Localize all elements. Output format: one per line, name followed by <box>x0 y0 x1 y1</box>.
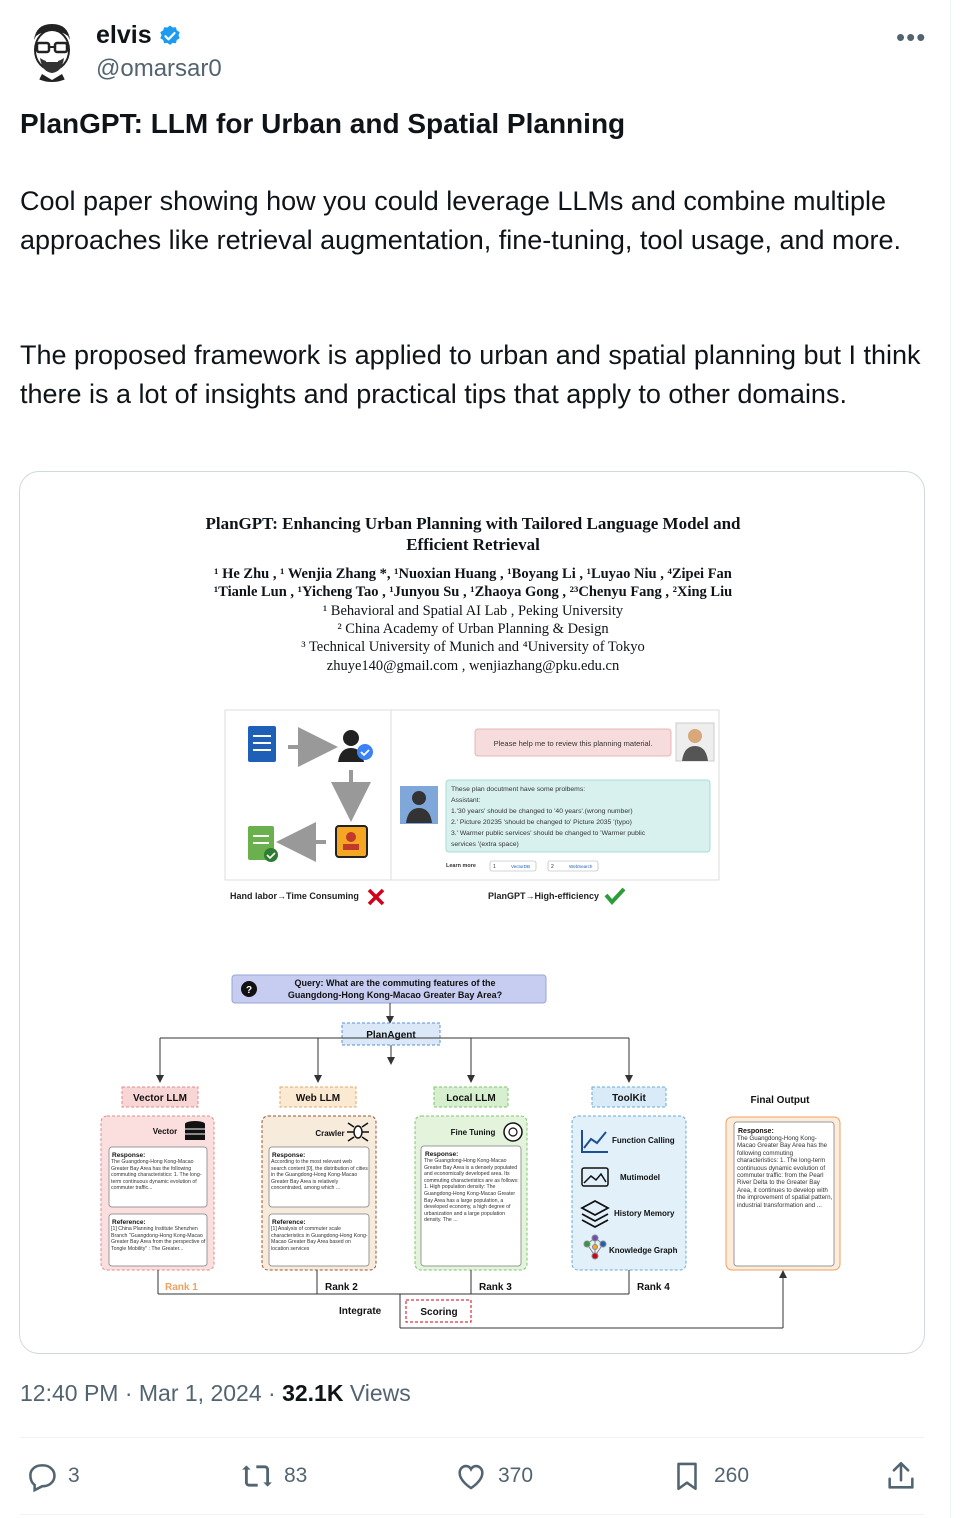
ref2-number: 2 <box>551 864 554 870</box>
rank-4: Rank 4 <box>637 1282 670 1293</box>
paper-emails: zhuye140@gmail.com , wenjiazhang@pku.edu… <box>326 658 620 674</box>
author-handle[interactable]: @omarsar0 <box>96 55 222 82</box>
avatar[interactable] <box>20 18 84 82</box>
stamp-icon <box>335 825 368 858</box>
caption-plangpt: PlanGPT→High-efficiency <box>488 891 599 901</box>
learn-more-text: Learn more <box>446 863 476 869</box>
document-icon <box>248 726 276 762</box>
tool-knowledge-graph: Knowledge Graph <box>609 1246 678 1255</box>
assistant-line-3: 1.'30 years' should be changed to '40 ye… <box>451 808 633 815</box>
divider <box>20 1514 924 1515</box>
assistant-line-6: services '(extra space) <box>451 841 519 848</box>
reply-icon <box>29 1464 56 1493</box>
tweet-title: PlanGPT: LLM for Urban and Spatial Plann… <box>20 108 626 139</box>
more-options-icon[interactable]: ••• <box>896 22 927 52</box>
paper-affiliation-1: ¹ Behavioral and Spatial AI Lab , Peking… <box>322 603 624 619</box>
vector-llm-label: Vector LLM <box>133 1093 187 1104</box>
question-icon <box>241 981 257 997</box>
ref1-number: 1 <box>493 864 496 870</box>
vector-reference-heading: Reference: <box>112 1219 146 1226</box>
author-name[interactable]: elvis <box>96 21 182 50</box>
crawler-title: Crawler <box>315 1129 344 1138</box>
fine-tuning-title: Fine Tuning <box>451 1128 496 1137</box>
line-chart-icon <box>581 1130 608 1153</box>
paper-authors-1: ¹ He Zhu , ¹ Wenjia Zhang *, ¹Nuoxian Hu… <box>214 566 732 582</box>
paper-affiliation-3: ³ Technical University of Munich and ⁴Un… <box>301 639 645 655</box>
cross-icon <box>367 888 385 906</box>
local-response-heading: Response: <box>425 1151 458 1158</box>
toolkit-label: ToolKit <box>612 1093 646 1104</box>
assistant-line-2: Assistant: <box>451 797 481 804</box>
user-request-text: Please help me to review this planning m… <box>494 739 653 748</box>
rank-1: Rank 1 <box>165 1282 198 1293</box>
rank-2: Rank 2 <box>325 1282 358 1293</box>
bookmark-icon <box>677 1462 697 1491</box>
assistant-line-1: These plan docutment have some prolbems: <box>451 786 585 793</box>
planagent-label: PlanAgent <box>366 1030 416 1041</box>
final-response-heading: Response: <box>738 1128 774 1135</box>
assistant-avatar-icon <box>400 786 438 824</box>
vector-title: Vector <box>153 1127 177 1136</box>
web-reference-heading: Reference: <box>272 1219 306 1226</box>
svg-text:?: ? <box>246 985 252 996</box>
web-reference-text: [1] Analysis of commuter scale character… <box>271 1226 368 1252</box>
database-icon <box>185 1121 205 1140</box>
user-avatar-icon <box>675 722 715 762</box>
paper-title-line-1: PlanGPT: Enhancing Urban Planning with T… <box>205 514 741 533</box>
query-line-2: Guangdong-Hong Kong-Macao Greater Bay Ar… <box>288 990 502 1000</box>
vector-reference-text: [1] China Planning Institute Shenzhen Br… <box>111 1226 206 1252</box>
local-llm-label: Local LLM <box>446 1093 495 1104</box>
checked-document-icon <box>248 826 278 862</box>
final-output-label: Final Output <box>751 1095 811 1106</box>
tweet-paragraph-2: The proposed framework is applied to urb… <box>20 340 921 409</box>
caption-hand-labor: Hand labor→Time Consuming <box>230 891 359 901</box>
tweet-paragraph-1: Cool paper showing how you could leverag… <box>20 186 902 255</box>
repost-icon <box>242 1465 272 1487</box>
web-response-text: According to the most relevant web searc… <box>271 1159 368 1192</box>
web-response-heading: Response: <box>272 1152 305 1159</box>
bookmark-button[interactable]: 260 <box>670 1459 749 1493</box>
paper-figure: Please help me to review this planning m… <box>100 709 841 1329</box>
network-graph-icon <box>583 1234 607 1260</box>
web-llm-label: Web LLM <box>296 1093 340 1104</box>
local-response-text: The Guangdong-Hong Kong-Macao Greater Ba… <box>424 1158 519 1224</box>
ref2-label: WebSearch <box>569 864 593 869</box>
scoring-label: Scoring <box>420 1307 457 1318</box>
assistant-line-4: 2.' Picture 20235 'should be changed to'… <box>451 819 632 826</box>
layers-icon <box>580 1199 610 1229</box>
vector-response-heading: Response: <box>112 1152 145 1159</box>
divider <box>20 1437 924 1438</box>
views-count: 32.1K <box>282 1380 344 1406</box>
query-line-1: Query: What are the commuting features o… <box>294 978 495 988</box>
media-image[interactable]: PlanGPT: Enhancing Urban Planning with T… <box>19 471 925 1354</box>
column-border <box>950 0 951 1518</box>
heart-icon <box>458 1464 484 1490</box>
person-icon <box>338 730 373 762</box>
paper-authors-2: ¹Tianle Lun , ¹Yicheng Tao , ¹Junyou Su … <box>213 584 733 600</box>
image-icon <box>581 1167 609 1187</box>
tool-multimodel: Mutimodel <box>620 1173 660 1182</box>
integrate-label: Integrate <box>339 1306 382 1317</box>
reply-button[interactable]: 3 <box>24 1459 80 1493</box>
assistant-line-5: 3.' Warmer public services' should be ch… <box>451 830 646 837</box>
paper-affiliation-2: ² China Academy of Urban Planning & Desi… <box>337 621 609 637</box>
final-response-text: The Guangdong-Hong Kong-Macao Greater Ba… <box>737 1135 833 1209</box>
like-button[interactable]: 370 <box>454 1459 533 1493</box>
verified-badge-icon <box>159 25 180 45</box>
ref1-label: VectorDB <box>511 864 530 869</box>
tool-history-memory: History Memory <box>614 1209 675 1218</box>
share-button[interactable] <box>884 1459 918 1493</box>
tweet-timestamp[interactable]: 12:40 PM · Mar 1, 2024 · 32.1K Views <box>20 1380 411 1406</box>
vector-response-text: The Guangdong-Hong Kong-Macao Greater Ba… <box>111 1159 202 1192</box>
share-icon <box>888 1461 914 1489</box>
checkmark-icon <box>604 887 626 906</box>
paper-title-line-2: Efficient Retrieval <box>406 535 540 554</box>
brain-chip-icon <box>503 1122 523 1142</box>
tool-function-calling: Function Calling <box>612 1136 675 1145</box>
repost-button[interactable]: 83 <box>240 1459 307 1493</box>
rank-3: Rank 3 <box>479 1282 512 1293</box>
spider-icon <box>347 1122 369 1142</box>
